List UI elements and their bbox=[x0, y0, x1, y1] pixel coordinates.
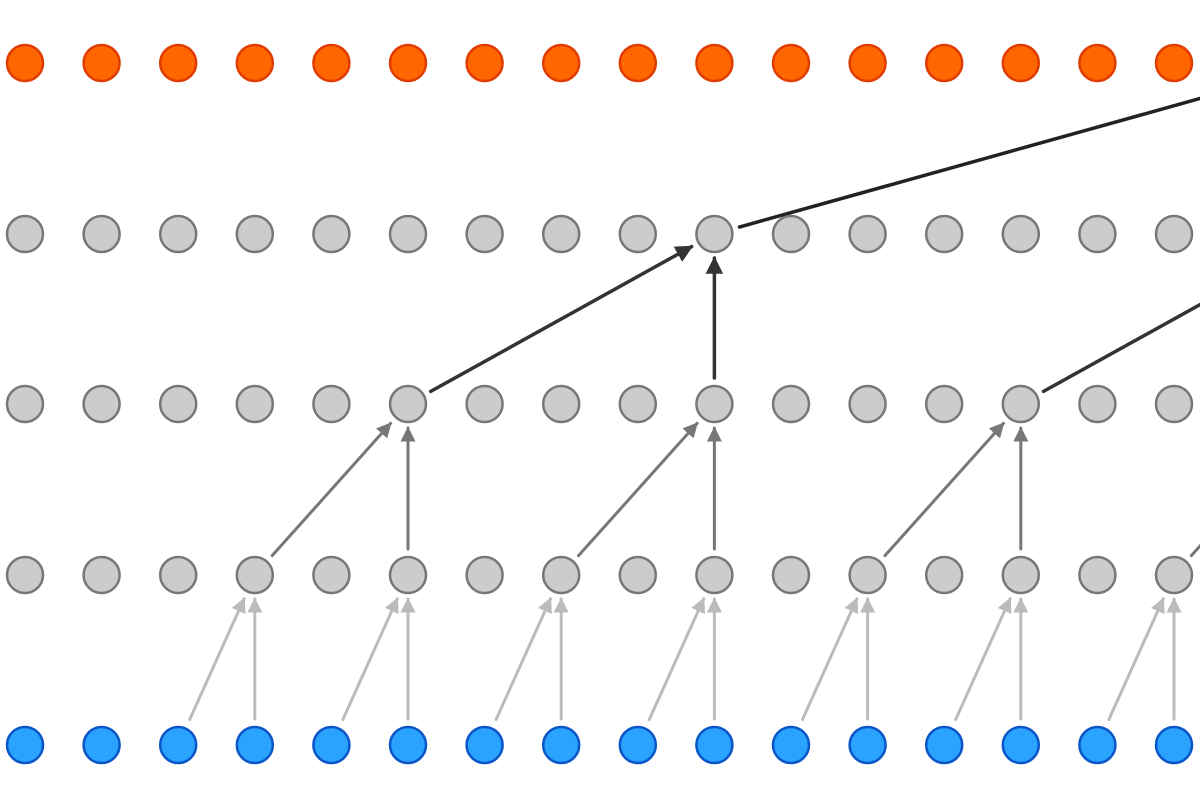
input-node bbox=[235, 725, 275, 765]
input-node bbox=[465, 725, 504, 765]
hidden-node bbox=[82, 555, 121, 595]
connection-arrow bbox=[1041, 302, 1200, 394]
hidden-node bbox=[1078, 384, 1117, 424]
output-node bbox=[695, 43, 734, 83]
hidden-node bbox=[695, 214, 734, 254]
hidden-node bbox=[924, 384, 964, 424]
input-node bbox=[1078, 725, 1117, 765]
input-node bbox=[312, 725, 351, 765]
connection-arrow bbox=[577, 421, 699, 558]
input-node bbox=[695, 725, 734, 765]
connection-arrow bbox=[341, 597, 399, 721]
hidden-node bbox=[312, 555, 351, 595]
connection-arrow bbox=[1189, 543, 1200, 558]
hidden-node bbox=[618, 384, 658, 424]
output-node bbox=[235, 43, 275, 83]
hidden-node bbox=[312, 214, 351, 254]
output-node bbox=[465, 43, 504, 83]
hidden-node bbox=[695, 555, 734, 595]
hidden-node bbox=[158, 214, 198, 254]
connection-arrow bbox=[954, 597, 1012, 721]
hidden-node bbox=[1001, 555, 1041, 595]
hidden-node bbox=[1001, 214, 1041, 254]
node-layer bbox=[5, 43, 1194, 765]
hidden-node bbox=[82, 214, 121, 254]
hidden-node bbox=[388, 384, 428, 424]
input-node bbox=[1001, 725, 1041, 765]
hidden-node bbox=[1078, 555, 1117, 595]
hidden-node bbox=[618, 555, 658, 595]
input-node bbox=[541, 725, 581, 765]
hidden-node bbox=[235, 384, 275, 424]
hidden-node bbox=[388, 214, 428, 254]
hidden-node bbox=[771, 214, 811, 254]
hidden-node bbox=[541, 384, 581, 424]
input-node bbox=[158, 725, 198, 765]
hidden-node bbox=[158, 555, 198, 595]
hidden-node bbox=[465, 384, 504, 424]
connection-arrow bbox=[801, 597, 859, 721]
input-node bbox=[618, 725, 658, 765]
connection-arrow bbox=[188, 597, 246, 721]
hidden-node bbox=[924, 555, 964, 595]
connection-arrow bbox=[270, 421, 393, 558]
output-node bbox=[1078, 43, 1117, 83]
hidden-node bbox=[848, 384, 887, 424]
hidden-node bbox=[388, 555, 428, 595]
hidden-node bbox=[5, 384, 45, 424]
output-node bbox=[82, 43, 121, 83]
connection-arrow bbox=[737, 96, 1200, 229]
hidden-node bbox=[312, 384, 351, 424]
hidden-node bbox=[541, 555, 581, 595]
hidden-node bbox=[5, 214, 45, 254]
hidden-node bbox=[465, 214, 504, 254]
hidden-node bbox=[5, 555, 45, 595]
input-node bbox=[82, 725, 121, 765]
output-node bbox=[924, 43, 964, 83]
connection-arrow bbox=[1107, 597, 1165, 721]
hidden-node bbox=[541, 214, 581, 254]
hidden-node bbox=[618, 214, 658, 254]
input-node bbox=[1154, 725, 1194, 765]
hidden-node bbox=[848, 214, 887, 254]
output-node bbox=[618, 43, 658, 83]
hidden-node bbox=[1154, 555, 1194, 595]
output-node bbox=[5, 43, 45, 83]
hidden-node bbox=[465, 555, 504, 595]
connection-arrow bbox=[494, 597, 553, 721]
hidden-node bbox=[1001, 384, 1041, 424]
output-node bbox=[1001, 43, 1041, 83]
connection-arrow bbox=[428, 244, 694, 394]
output-node bbox=[158, 43, 198, 83]
output-node bbox=[1154, 43, 1194, 83]
connection-arrow bbox=[883, 421, 1005, 558]
hidden-node bbox=[158, 384, 198, 424]
hidden-node bbox=[848, 555, 887, 595]
output-node bbox=[312, 43, 351, 83]
connection-layer bbox=[188, 96, 1200, 721]
output-node bbox=[541, 43, 581, 83]
input-node bbox=[5, 725, 45, 765]
hidden-node bbox=[771, 384, 811, 424]
hidden-node bbox=[1154, 214, 1194, 254]
output-node bbox=[848, 43, 887, 83]
hidden-node bbox=[82, 384, 121, 424]
output-node bbox=[771, 43, 811, 83]
hidden-node bbox=[1078, 214, 1117, 254]
hidden-node bbox=[924, 214, 964, 254]
hidden-node bbox=[235, 555, 275, 595]
hidden-node bbox=[235, 214, 275, 254]
input-node bbox=[924, 725, 964, 765]
input-node bbox=[848, 725, 887, 765]
input-node bbox=[771, 725, 811, 765]
input-node bbox=[388, 725, 428, 765]
connection-arrow bbox=[647, 597, 706, 721]
hidden-node bbox=[771, 555, 811, 595]
output-node bbox=[388, 43, 428, 83]
hidden-node bbox=[1154, 384, 1194, 424]
hidden-node bbox=[695, 384, 734, 424]
